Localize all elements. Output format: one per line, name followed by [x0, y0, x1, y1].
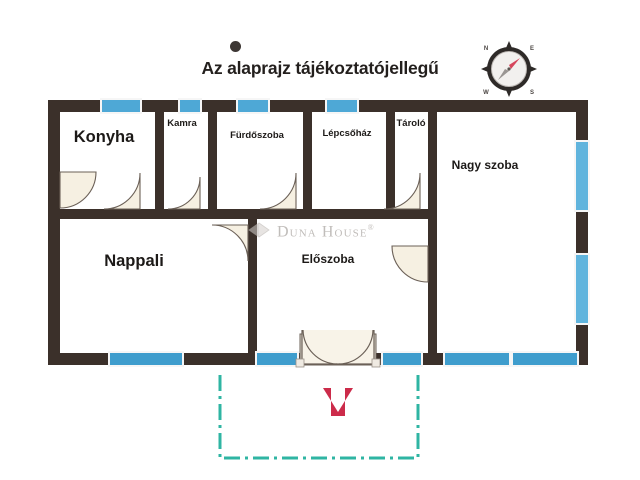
window-top-4 — [325, 98, 359, 114]
duna-house-watermark: Duna House® — [248, 222, 375, 242]
double-entry-door — [295, 329, 381, 368]
door-konyha-bottom — [103, 172, 141, 210]
terrace-boundary — [218, 375, 420, 460]
door-furdoszoba — [259, 172, 297, 210]
wall-v-lepcso-tarolo — [386, 100, 395, 219]
registered-mark: ® — [367, 222, 375, 232]
window-top-3 — [236, 98, 270, 114]
window-bottom-3 — [381, 351, 423, 367]
room-label-kamra: Kamra — [167, 118, 197, 129]
compass-rose-icon: N E W S — [478, 38, 540, 100]
wall-left — [48, 100, 60, 365]
wall-mid-left — [48, 209, 248, 219]
door-nappali-eloszoba — [211, 224, 249, 262]
page-title: Az alaprajz tájékoztatójellegű — [201, 58, 439, 78]
wall-v-konyha-kamra — [155, 100, 164, 219]
compass-label-sw: W — [483, 90, 489, 96]
compass-needle-north — [509, 58, 520, 69]
window-top-2 — [178, 98, 202, 114]
duna-house-logo-icon — [248, 222, 270, 238]
window-group — [100, 98, 590, 367]
wall-mid-center — [248, 209, 428, 219]
room-label-konyha: Konyha — [73, 128, 135, 146]
compass-label-nw: N — [484, 46, 488, 52]
room-label-nappali: Nappali — [104, 252, 164, 270]
room-label-nagy-szoba: Nagy szoba — [451, 158, 519, 172]
door-group — [59, 171, 429, 283]
room-label-furdoszoba: Fürdőszoba — [230, 130, 284, 141]
compass-needle-south — [498, 69, 509, 80]
window-bottom-4 — [443, 351, 511, 367]
wall-v-tarolo-nagyszoba — [428, 100, 437, 365]
compass-label-se: S — [530, 90, 534, 96]
window-bottom-1 — [108, 351, 184, 367]
entry-direction-arrow — [323, 388, 353, 416]
window-right-2 — [574, 253, 590, 325]
door-kamra — [167, 176, 201, 210]
door-konyha-left — [59, 171, 97, 209]
window-bottom-2 — [255, 351, 299, 367]
door-tarolo — [383, 172, 421, 210]
wall-v-furdo-lepcso — [303, 100, 312, 219]
room-label-eloszoba: Előszoba — [301, 252, 355, 266]
room-label-lepcsohaz: Lépcsőház — [322, 128, 372, 139]
wall-right — [576, 100, 588, 365]
room-label-tarolo: Tároló — [396, 118, 426, 129]
window-right-1 — [574, 140, 590, 212]
compass-label-ne: E — [530, 46, 534, 52]
wall-v-nappali-eloszoba — [248, 209, 257, 365]
window-top-1 — [100, 98, 142, 114]
door-eloszoba-nagyszoba — [391, 245, 429, 283]
watermark-text: Duna House® — [277, 222, 375, 241]
title-bullet-dot — [230, 41, 241, 52]
wall-v-kamra-furdo — [208, 100, 217, 219]
window-bottom-5 — [511, 351, 579, 367]
